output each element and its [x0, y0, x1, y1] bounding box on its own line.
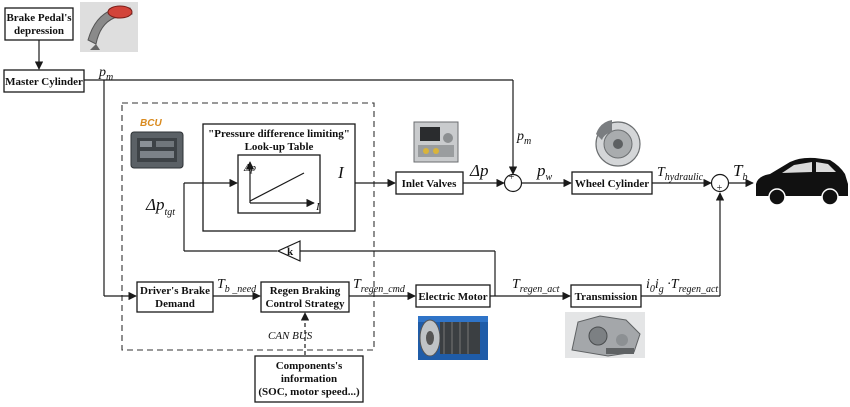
thydraulic-label: Thydraulic: [657, 165, 704, 183]
pressure-sum-plus: +: [508, 172, 515, 183]
brake-pedal-image: [80, 2, 138, 52]
pm-label-left: pm: [98, 65, 113, 83]
can-bus-label: CAN BUS: [268, 330, 313, 342]
components-info-line1: Components's: [276, 360, 343, 372]
lookup-curve: [249, 172, 305, 202]
regen-strategy-line2: Control Strategy: [266, 298, 345, 310]
torque-sum-junction: [710, 173, 730, 193]
drivers-demand-line1: Driver's Brake: [140, 285, 210, 297]
regen-strategy-block: [260, 281, 350, 313]
inlet-valves-label: Inlet Valves: [402, 178, 457, 190]
tregencmd-label: Tregen_cmd: [353, 277, 406, 295]
brake-pedal-block: [4, 7, 74, 41]
components-info-block: [254, 355, 364, 403]
inlet-valve-image: [413, 121, 459, 163]
gain-k-label: k: [287, 246, 294, 258]
tbneed-label: Tb _need: [217, 277, 257, 295]
pm-label-right: pm: [516, 129, 531, 147]
lookup-title-line1: "Pressure difference limiting": [208, 128, 350, 140]
brake-pedal-line1: Brake Pedal's: [6, 12, 72, 24]
tregenact-label: Tregen_act: [512, 277, 560, 295]
pressure-sum-junction: [503, 173, 523, 193]
lookup-axis-dp: Δp: [243, 162, 256, 174]
i-label: I: [337, 163, 345, 182]
car-icon: [756, 157, 848, 206]
components-info-line3: (SOC, motor speed...): [258, 386, 360, 398]
bcu-boundary: [121, 102, 375, 351]
electric-motor-image: [418, 316, 488, 360]
transmission-image: [565, 312, 645, 358]
bcu-label: BCU: [140, 118, 162, 129]
brake-disc-image: [595, 120, 641, 167]
wheel-cylinder-label: Wheel Cylinder: [575, 178, 649, 190]
dptgt-label: Δptgt: [145, 195, 175, 218]
brake-pedal-line2: depression: [14, 25, 64, 37]
gain-k-block: [276, 240, 301, 262]
components-info-line2: information: [281, 373, 337, 385]
tb-label: Tb: [733, 161, 747, 183]
master-cylinder-label: Master Cylinder: [5, 76, 83, 88]
lookup-axis-i: I: [315, 201, 321, 213]
lookup-title-line2: Look-up Table: [245, 141, 314, 153]
pw-label: pw: [536, 161, 553, 183]
master-cylinder-block: [3, 69, 85, 93]
drivers-demand-line2: Demand: [155, 298, 195, 310]
torque-sum-sign: +: [716, 183, 723, 194]
drivers-demand-block: [136, 281, 214, 313]
i0ig-treg-label: i0ig ·Tregen_act: [646, 277, 718, 295]
dp-label: Δp: [469, 161, 488, 180]
transmission-label: Transmission: [575, 291, 638, 303]
regen-strategy-line1: Regen Braking: [270, 285, 341, 297]
bcu-module-image: [130, 131, 184, 169]
electric-motor-label: Electric Motor: [418, 291, 487, 303]
